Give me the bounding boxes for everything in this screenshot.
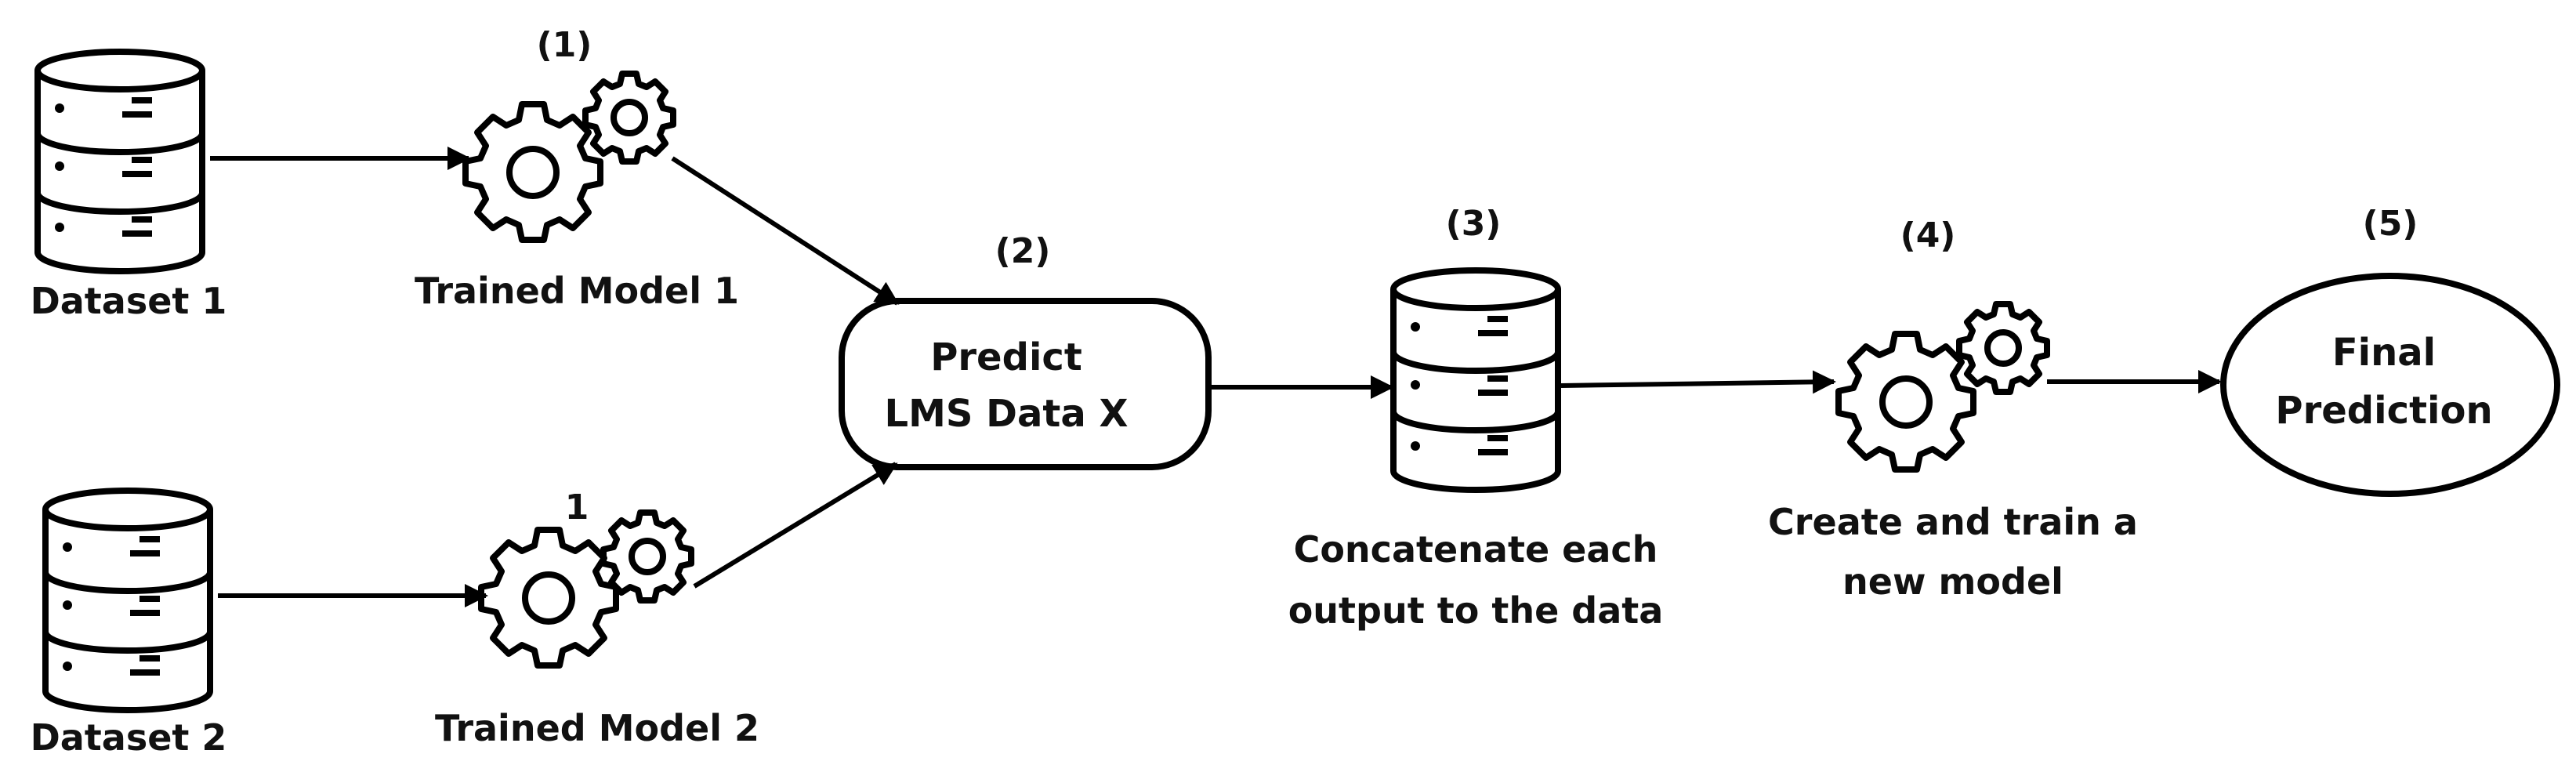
final-label-line-1: Final [2332, 331, 2436, 375]
step-4-marker: (4) [1900, 216, 1956, 256]
final-label-line-2: Prediction [2275, 389, 2492, 433]
step-3-marker: (3) [1446, 204, 1502, 244]
new-model-label-line-2: new model [1842, 560, 2063, 603]
dataset-2-database-icon [45, 491, 210, 710]
dataset-1-database-icon [38, 52, 202, 271]
arrow-model1-to-predict [671, 156, 900, 306]
final-prediction-ellipse [2220, 273, 2560, 497]
concatenate-label-line-1: Concatenate each [1294, 528, 1658, 571]
new-model-label-line-1: Create and train a [1768, 501, 2138, 543]
concatenate-label-line-2: output to the data [1288, 589, 1664, 632]
dataset-2-label: Dataset 2 [31, 716, 227, 759]
new-model-gears-icon [1839, 304, 2047, 469]
trained-model-2-gears-icon [481, 513, 691, 665]
arrow-concat-to-new-model [1560, 370, 1836, 394]
concatenated-data-database-icon [1393, 270, 1558, 490]
dataset-1-label: Dataset 1 [31, 280, 227, 322]
step-5-marker: (5) [2363, 204, 2418, 244]
predict-box [839, 298, 1212, 470]
predict-label-line-1: Predict [930, 335, 1082, 379]
predict-label-line-2: LMS Data X [885, 392, 1129, 436]
step-1-marker-model-2: 1 [565, 488, 589, 527]
trained-model-2-label: Trained Model 2 [435, 707, 759, 749]
step-1-marker: (1) [537, 25, 592, 65]
trained-model-1-label: Trained Model 1 [415, 270, 739, 312]
trained-model-1-gears-icon [466, 74, 673, 240]
arrow-model2-to-predict [693, 462, 898, 589]
step-2-marker: (2) [995, 231, 1051, 271]
